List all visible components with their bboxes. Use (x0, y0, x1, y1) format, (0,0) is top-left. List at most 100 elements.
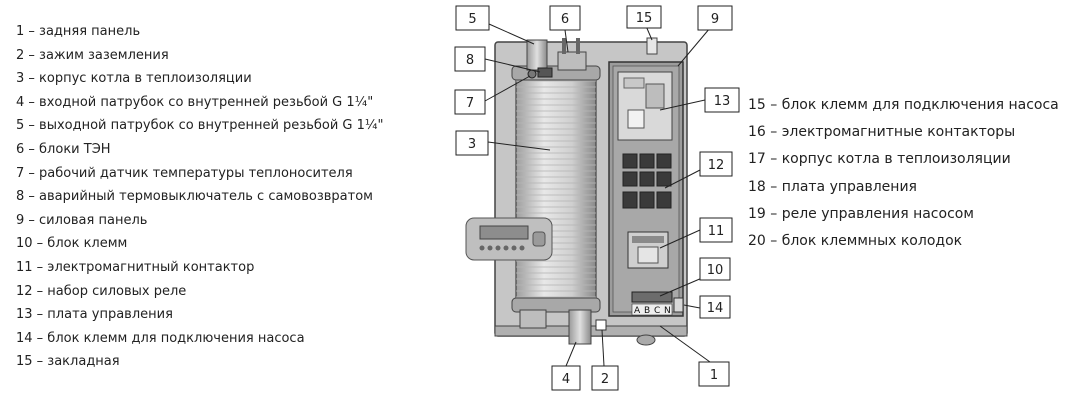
relay (656, 153, 672, 169)
callout-9: 9 (697, 5, 733, 31)
outlet-pipe (526, 39, 548, 71)
legend-right-item-17: 17 – корпус котла в теплоизоляции (748, 151, 1011, 168)
callout-12-label: 12 (708, 158, 725, 173)
callout-6-box (549, 5, 581, 31)
drain-nut (636, 334, 656, 346)
legend-right-item-18: 18 – плата управления (748, 178, 917, 195)
leader-2 (601, 329, 605, 367)
leader-10 (659, 277, 703, 297)
relay (639, 171, 655, 187)
relay (622, 171, 638, 187)
inlet-pipe (568, 309, 592, 345)
legend-item-2: 2 – зажим заземления (16, 47, 169, 63)
callout-15-box (626, 5, 662, 29)
callout-10-box (699, 257, 731, 281)
callout-2-label: 2 (601, 372, 609, 387)
leader-13 (659, 99, 706, 111)
callout-1: 1 (698, 361, 730, 387)
leader-14 (683, 304, 701, 309)
bottom-bracket (519, 309, 547, 329)
leader-7 (484, 75, 531, 102)
callout-6: 6 (549, 5, 581, 31)
terminal-letter-n: N (664, 306, 671, 316)
callout-11-box (699, 217, 733, 243)
legend-right: 15 – блок клемм для подключения насоса 1… (748, 92, 1059, 255)
relay (656, 171, 672, 187)
callout-7-box (454, 89, 486, 115)
callout-13-label: 13 (714, 94, 731, 109)
callout-3-box (455, 130, 489, 156)
display-button (519, 245, 525, 251)
callout-6-label: 6 (561, 12, 569, 27)
callout-4-label: 4 (562, 372, 570, 387)
heater-block-bolt (576, 38, 580, 54)
legend-item-4: 4 – входной патрубок со внутренней резьб… (16, 94, 374, 110)
callout-11: 11 (699, 217, 733, 243)
leader-1 (659, 325, 711, 363)
relay-set (622, 153, 672, 209)
callout-13-box (704, 87, 740, 113)
leader-9 (677, 27, 711, 67)
callout-14-box (699, 295, 731, 319)
legend-item-1: 1 – задняя панель (16, 24, 141, 39)
callout-8: 8 (454, 46, 486, 72)
leader-3 (487, 141, 551, 151)
callout-14-label: 14 (707, 301, 724, 316)
callout-1-label: 1 (710, 368, 718, 383)
legend-item-3: 3 – корпус котла в теплоизоляции (16, 71, 252, 87)
legend-right-item-15: 15 – блок клемм для подключения насоса (748, 97, 1059, 113)
display-button (511, 245, 517, 251)
legend-item-9: 9 – силовая панель (16, 212, 148, 228)
legend-item-14: 14 – блок клемм для подключения насоса (16, 330, 305, 346)
relay (622, 191, 638, 209)
callout-3: 3 (455, 130, 489, 156)
legend-right-item-16: 16 – электромагнитные контакторы (748, 124, 1016, 141)
callout-8-label: 8 (466, 53, 474, 68)
terminal-letter-b: B (644, 306, 650, 316)
pump-terminal (673, 297, 684, 313)
callout-4-box (551, 365, 581, 391)
leader-5 (488, 23, 535, 45)
legend-item-8: 8 – аварийный термовыключатель с самовоз… (16, 189, 373, 205)
callout-13: 13 (704, 87, 740, 113)
legend-item-6: 6 – блоки ТЭН (16, 141, 111, 157)
callout-14: 14 (699, 295, 731, 319)
callout-10: 10 (699, 257, 731, 281)
relay (639, 191, 655, 209)
control-board-connector (645, 83, 665, 109)
contactor-body (637, 246, 659, 264)
legend-left: 1 – задняя панель 2 – зажим заземления 3… (16, 20, 384, 374)
callout-7: 7 (454, 89, 486, 115)
leader-6 (564, 29, 569, 53)
legend-item-11: 11 – электромагнитный контактор (16, 259, 255, 275)
display-button (503, 245, 509, 251)
callout-2: 2 (591, 365, 619, 391)
callout-9-label: 9 (711, 12, 719, 27)
ground-clamp (595, 319, 607, 331)
display-unit (465, 217, 553, 261)
callout-7-label: 7 (466, 96, 474, 111)
leader-8 (484, 58, 541, 73)
callout-12: 12 (699, 151, 733, 177)
leader-11 (659, 229, 701, 249)
legend-item-5: 5 – выходной патрубок со внутренней резь… (16, 118, 384, 134)
terminal-block (631, 291, 673, 303)
leader-lines (484, 23, 711, 367)
display-button (487, 245, 493, 251)
callout-1-box (698, 361, 730, 387)
callout-8-box (454, 46, 486, 72)
callout-3-label: 3 (468, 137, 476, 152)
callout-2-box (591, 365, 619, 391)
callout-15-label: 15 (636, 11, 653, 26)
boiler-ribs (516, 78, 596, 302)
terminal-letter-box (631, 303, 673, 316)
terminal-letters: A B C N (631, 303, 673, 316)
relay (622, 153, 638, 169)
callout-5-box (455, 5, 490, 31)
callout-4: 4 (551, 365, 581, 391)
display-button (495, 245, 501, 251)
boiler-bottom-cap (511, 297, 601, 313)
leader-4 (565, 341, 577, 367)
control-board-chip (627, 109, 645, 129)
